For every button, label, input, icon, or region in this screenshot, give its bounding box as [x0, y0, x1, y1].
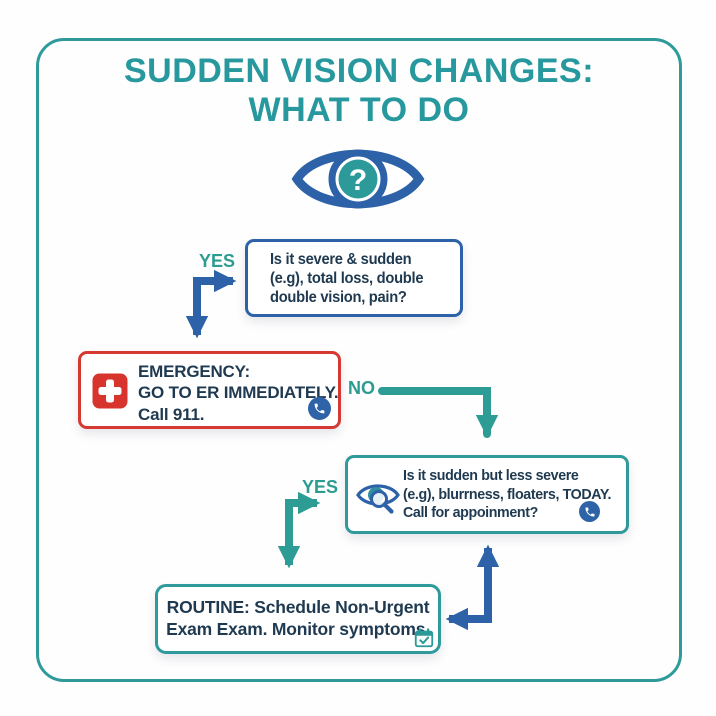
eye-question-icon: ? — [291, 138, 425, 220]
phone-icon — [308, 397, 331, 420]
phone-icon — [579, 501, 600, 522]
routine-box: ROUTINE: Schedule Non-Urgent Exam Exam. … — [155, 584, 441, 654]
svg-text:?: ? — [349, 164, 367, 197]
routine-text: ROUTINE: Schedule Non-Urgent Exam Exam. … — [166, 597, 430, 639]
emergency-cross-icon — [92, 373, 128, 409]
eye-magnifier-icon — [355, 479, 401, 515]
page-title: SUDDEN VISION CHANGES: WHAT TO DO — [123, 52, 595, 130]
no-label: NO — [348, 378, 375, 398]
outer-border-frame — [36, 38, 682, 682]
decision1-text: Is it severe & sudden (e.g), total loss,… — [270, 251, 424, 307]
emergency-text: EMERGENCY: GO TO ER IMMEDIATELY. Call 91… — [138, 362, 339, 424]
yes-label-1: YES — [199, 251, 236, 271]
emergency-box: EMERGENCY: GO TO ER IMMEDIATELY. Call 91… — [78, 351, 341, 429]
decision-box-severe-sudden: Is it severe & sudden (e.g), total loss,… — [245, 239, 463, 317]
decision-box-less-severe: Is it sudden but less severe (e.g), blur… — [345, 455, 629, 534]
calendar-check-icon — [413, 627, 435, 649]
yes-label-2: YES — [302, 477, 339, 497]
decision2-text: Is it sudden but less severe (e.g), blur… — [403, 467, 612, 522]
